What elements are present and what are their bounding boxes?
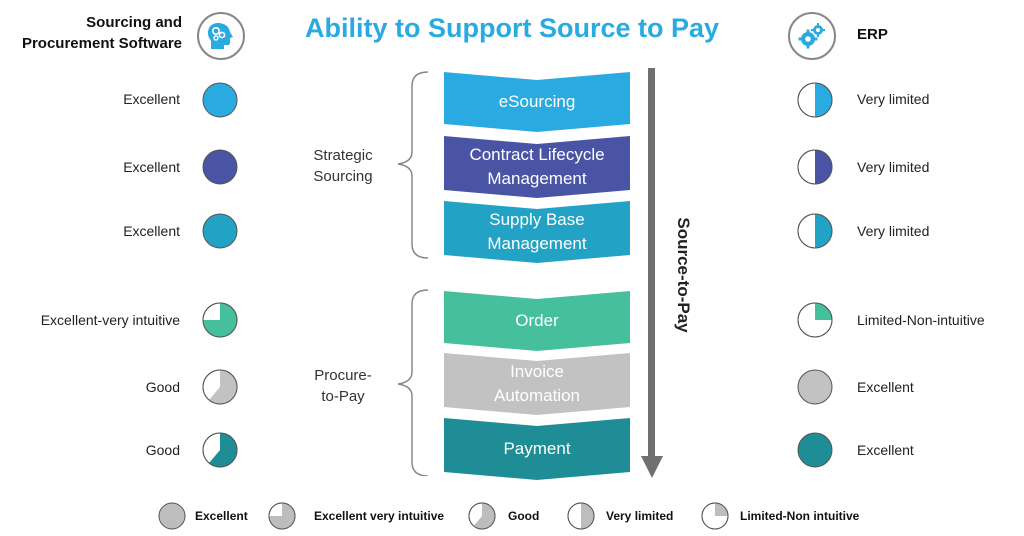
legend-circle (158, 502, 186, 530)
left-column-header: Sourcing and Procurement Software (10, 12, 182, 54)
left-rating-circle (202, 149, 238, 185)
stage-label-line: Management (487, 169, 587, 188)
right-rating-circle (797, 82, 833, 118)
stage-label-line: Supply Base (489, 210, 585, 229)
right-column-header: ERP (857, 26, 888, 43)
left-rating-circle (202, 82, 238, 118)
right-rating-circle (797, 432, 833, 468)
right-rating-label: Very limited (857, 91, 930, 107)
stage-supply-base-management: Supply Base Management (444, 201, 630, 263)
right-rating-label: Very limited (857, 223, 930, 239)
right-rating-label: Limited-Non-intuitive (857, 312, 985, 328)
gears-icon (788, 12, 836, 60)
page-title: Ability to Support Source to Pay (304, 13, 720, 43)
legend-label: Limited-Non intuitive (740, 509, 860, 523)
group-strategic-sourcing: Strategic Sourcing (300, 145, 386, 187)
left-rating-circle (202, 302, 238, 338)
left-rating-label: Excellent (123, 159, 180, 175)
legend-label: Excellent (195, 509, 248, 523)
right-rating-label: Excellent (857, 379, 914, 395)
stage-order: Order (444, 291, 630, 351)
stage-label-line: Order (515, 311, 559, 330)
left-rating-label: Excellent-very intuitive (40, 312, 180, 328)
group-label-line: Procure- (314, 367, 372, 384)
stage-label-line: Automation (494, 386, 580, 405)
stage-label-line: Payment (503, 439, 571, 458)
source-to-pay-arrow (641, 68, 663, 478)
left-rating-label: Good (145, 442, 180, 458)
stage-label-line: Contract Lifecycle (469, 145, 605, 164)
legend-circle (468, 502, 496, 530)
legend-label: Very limited (606, 509, 674, 523)
stage-invoice-automation: Invoice Automation (444, 353, 630, 415)
group-label-line: Sourcing (313, 168, 373, 185)
left-header-line-1: Sourcing and (86, 14, 182, 31)
left-header-line-2: Procurement Software (21, 35, 182, 52)
stage-payment: Payment (444, 418, 630, 480)
group-label-line: Strategic (313, 147, 373, 164)
left-rating-label: Excellent (123, 223, 180, 239)
left-rating-circle (202, 369, 238, 405)
right-rating-label: Excellent (857, 442, 914, 458)
stage-label-line: eSourcing (498, 92, 576, 111)
legend-label: Excellent very intuitive (314, 509, 445, 523)
legend-circle (701, 502, 729, 530)
right-rating-circle (797, 369, 833, 405)
stage-label-line: Management (487, 234, 587, 253)
right-rating-circle (797, 149, 833, 185)
procure-to-pay-bracket (397, 289, 429, 476)
legend-label: Good (508, 509, 540, 523)
strategic-sourcing-bracket (397, 71, 429, 259)
group-brackets (397, 71, 429, 476)
group-label-line: to-Pay (321, 388, 365, 405)
left-rating-label: Excellent (123, 91, 180, 107)
left-rating-circle (202, 213, 238, 249)
legend-circle (268, 502, 296, 530)
stage-esourcing: eSourcing (444, 72, 630, 132)
left-rating-circle (202, 432, 238, 468)
stage-contract-lifecycle-management: Contract Lifecycle Management (444, 136, 630, 198)
right-rating-label: Very limited (857, 159, 930, 175)
group-procure-to-pay: Procure- to-Pay (300, 365, 386, 407)
right-rating-circle (797, 302, 833, 338)
stage-label-line: Invoice (510, 362, 564, 381)
left-rating-label: Good (145, 379, 180, 395)
legend-circle (567, 502, 595, 530)
right-rating-circle (797, 213, 833, 249)
head-gears-icon (197, 12, 245, 60)
